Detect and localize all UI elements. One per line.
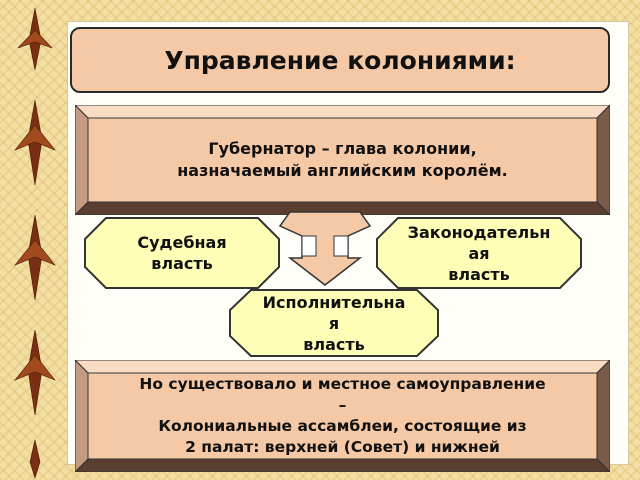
page-title: Управление колониями: — [164, 45, 516, 75]
governor-text: Губернатор – глава колонии, назначаемый … — [88, 118, 597, 202]
ornament-motif-4 — [14, 329, 56, 416]
local-line-4: 2 палат: верхней (Совет) и нижней — [185, 438, 500, 456]
legislative-line-1: Законодательн — [407, 222, 551, 242]
governor-box — [75, 105, 610, 215]
local-government-text: Но существовало и местное самоуправление… — [75, 366, 610, 466]
ornament-motif-3 — [14, 214, 56, 301]
legislative-shape — [376, 217, 582, 289]
local-line-3: Колониальные ассамблеи, состоящие из — [158, 417, 527, 435]
ornament-motif-2 — [14, 99, 56, 186]
governor-line-2: назначаемый английским королём. — [177, 161, 508, 180]
executive-shape — [229, 289, 439, 357]
executive-text: Исполнительна я власть — [229, 282, 439, 364]
judicial-line-2: власть — [151, 254, 213, 273]
executive-line-1: Исполнительна — [262, 292, 406, 312]
ornament-motif-5 — [29, 439, 41, 480]
ornament-motif-1 — [17, 7, 53, 71]
executive-line-3: власть — [303, 334, 365, 354]
ornament-border — [14, 7, 56, 480]
judicial-text: Судебная власть — [84, 217, 280, 289]
local-line-2: – — [338, 396, 347, 414]
legislative-line-2: ая — [468, 243, 490, 263]
governor-line-1: Губернатор – глава колонии, — [208, 139, 477, 158]
local-government-box — [75, 360, 610, 472]
legislative-text: Законодательн ая власть — [376, 207, 582, 299]
judicial-line-1: Судебная — [137, 233, 227, 252]
title-box: Управление колониями: — [70, 27, 610, 93]
branch-arrow — [278, 211, 372, 286]
executive-line-2: я — [328, 313, 340, 333]
local-line-1: Но существовало и местное самоуправление — [139, 375, 546, 393]
judicial-shape — [84, 217, 280, 289]
legislative-line-3: власть — [448, 264, 510, 284]
